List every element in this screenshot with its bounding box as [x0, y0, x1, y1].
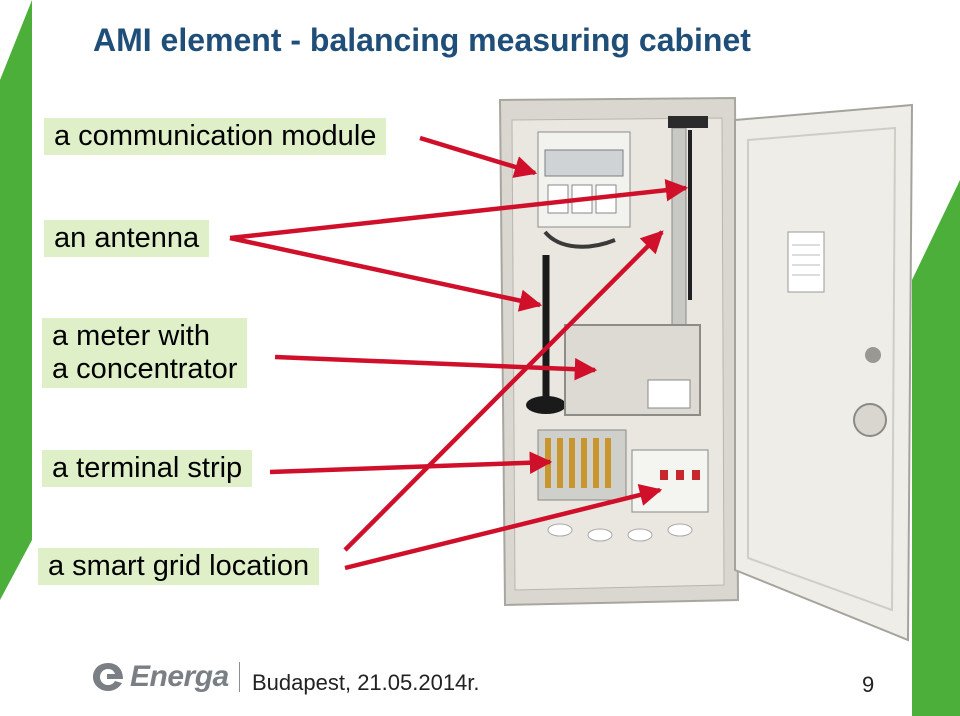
slide-title: AMI element - balancing measuring cabine…	[93, 22, 751, 58]
label-communication-module: a communication module	[44, 118, 387, 155]
page-number: 9	[862, 672, 875, 697]
label-smart-grid-location-text: a smart grid location	[48, 550, 310, 582]
label-smart-grid-location: a smart grid location	[38, 548, 320, 585]
cabinet-door	[734, 103, 914, 642]
label-meter-concentrator: a meter with a concentrator	[42, 318, 248, 388]
door-lock	[853, 403, 887, 437]
label-terminal-strip-text: a terminal strip	[52, 452, 243, 484]
label-meter-line2: a concentrator	[52, 352, 238, 385]
label-communication-module-text: a communication module	[54, 120, 377, 152]
label-antenna-text: an antenna	[54, 222, 200, 254]
circuit-breakers	[631, 449, 709, 513]
green-accent-left	[0, 0, 32, 600]
label-antenna: an antenna	[44, 220, 210, 257]
green-accent-right	[912, 180, 960, 716]
label-meter-line1: a meter with	[52, 320, 210, 352]
energa-logo: Energa	[90, 660, 240, 694]
door-sticker	[787, 231, 825, 293]
footer-separator	[238, 662, 240, 692]
footer-location-date: Budapest, 21.05.2014r.	[252, 670, 480, 695]
energa-logo-text: Energa	[130, 660, 229, 693]
label-terminal-strip: a terminal strip	[42, 450, 253, 487]
energa-logo-icon	[93, 663, 123, 691]
